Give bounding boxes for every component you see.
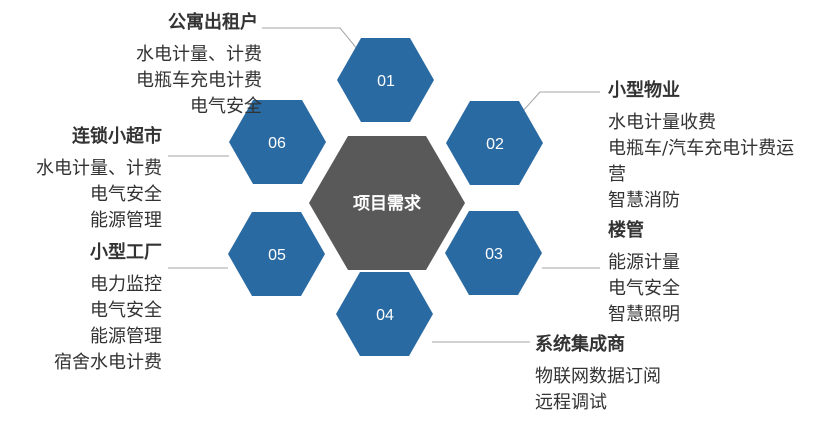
hexagon-06: 06 xyxy=(229,100,326,184)
segment-06-item: 水电计量、计费 xyxy=(36,158,162,179)
segment-03-title: 楼管 xyxy=(608,220,644,241)
segment-02-item: 营 xyxy=(608,164,626,185)
segment-02-text: 小型物业 水电计量收费 电瓶车/汽车充电计费运 营 智慧消防 xyxy=(608,78,794,214)
segment-04-title: 系统集成商 xyxy=(535,334,625,355)
segment-02-title: 小型物业 xyxy=(608,80,680,101)
segment-05-text: 小型工厂 电力监控 电气安全 能源管理 宿舍水电计费 xyxy=(54,240,162,376)
segment-03-item: 电气安全 xyxy=(608,278,680,299)
segment-05-item: 电气安全 xyxy=(90,300,162,321)
hexagon-01-label: 01 xyxy=(377,73,395,90)
hexagon-03-label: 03 xyxy=(485,246,503,263)
segment-05-item: 宿舍水电计费 xyxy=(54,352,162,373)
center-hexagon xyxy=(309,136,465,270)
segment-05-title: 小型工厂 xyxy=(90,242,162,263)
segment-03-text: 楼管 能源计量 电气安全 智慧照明 xyxy=(608,218,680,328)
segment-02-item: 水电计量收费 xyxy=(608,112,716,133)
segment-01-text: 公寓出租户 水电计量、计费 电瓶车充电计费 电气安全 xyxy=(136,10,262,120)
segment-01-item: 电气安全 xyxy=(190,96,262,117)
segment-06-item: 能源管理 xyxy=(90,210,162,231)
connector-lines xyxy=(168,27,600,343)
hexagon-05-label: 05 xyxy=(268,247,286,264)
hexagon-06-label: 06 xyxy=(268,135,286,152)
segment-04-item: 远程调试 xyxy=(535,392,607,413)
segment-04-item: 物联网数据订阅 xyxy=(535,366,661,387)
connector-01 xyxy=(262,27,359,51)
hexagon-02: 02 xyxy=(446,101,543,185)
segment-05-item: 能源管理 xyxy=(90,326,162,347)
hexagon-01: 01 xyxy=(337,38,434,122)
center-label: 项目需求 xyxy=(353,193,421,214)
segment-01-item: 电瓶车充电计费 xyxy=(136,70,262,91)
segment-01-item: 水电计量、计费 xyxy=(136,44,262,65)
hexagon-02-label: 02 xyxy=(486,136,504,153)
hexagon-05: 05 xyxy=(228,212,325,296)
segment-04-text: 系统集成商 物联网数据订阅 远程调试 xyxy=(535,332,661,416)
connector-02 xyxy=(521,91,600,113)
segment-06-text: 连锁小超市 水电计量、计费 电气安全 能源管理 xyxy=(36,124,162,234)
segment-05-item: 电力监控 xyxy=(90,274,162,295)
hexagon-04-label: 04 xyxy=(376,307,394,324)
segment-06-item: 电气安全 xyxy=(90,184,162,205)
segment-01-title: 公寓出租户 xyxy=(168,12,258,33)
segment-02-item: 电瓶车/汽车充电计费运 xyxy=(608,138,795,159)
satellite-hexagons: 01 02 03 04 05 06 xyxy=(228,38,543,356)
hexagon-03: 03 xyxy=(445,211,542,295)
segment-06-title: 连锁小超市 xyxy=(72,126,162,147)
segment-03-item: 智慧照明 xyxy=(608,304,680,325)
segment-02-item: 智慧消防 xyxy=(608,190,680,211)
hexagon-04: 04 xyxy=(336,272,433,356)
segment-03-item: 能源计量 xyxy=(608,252,680,273)
